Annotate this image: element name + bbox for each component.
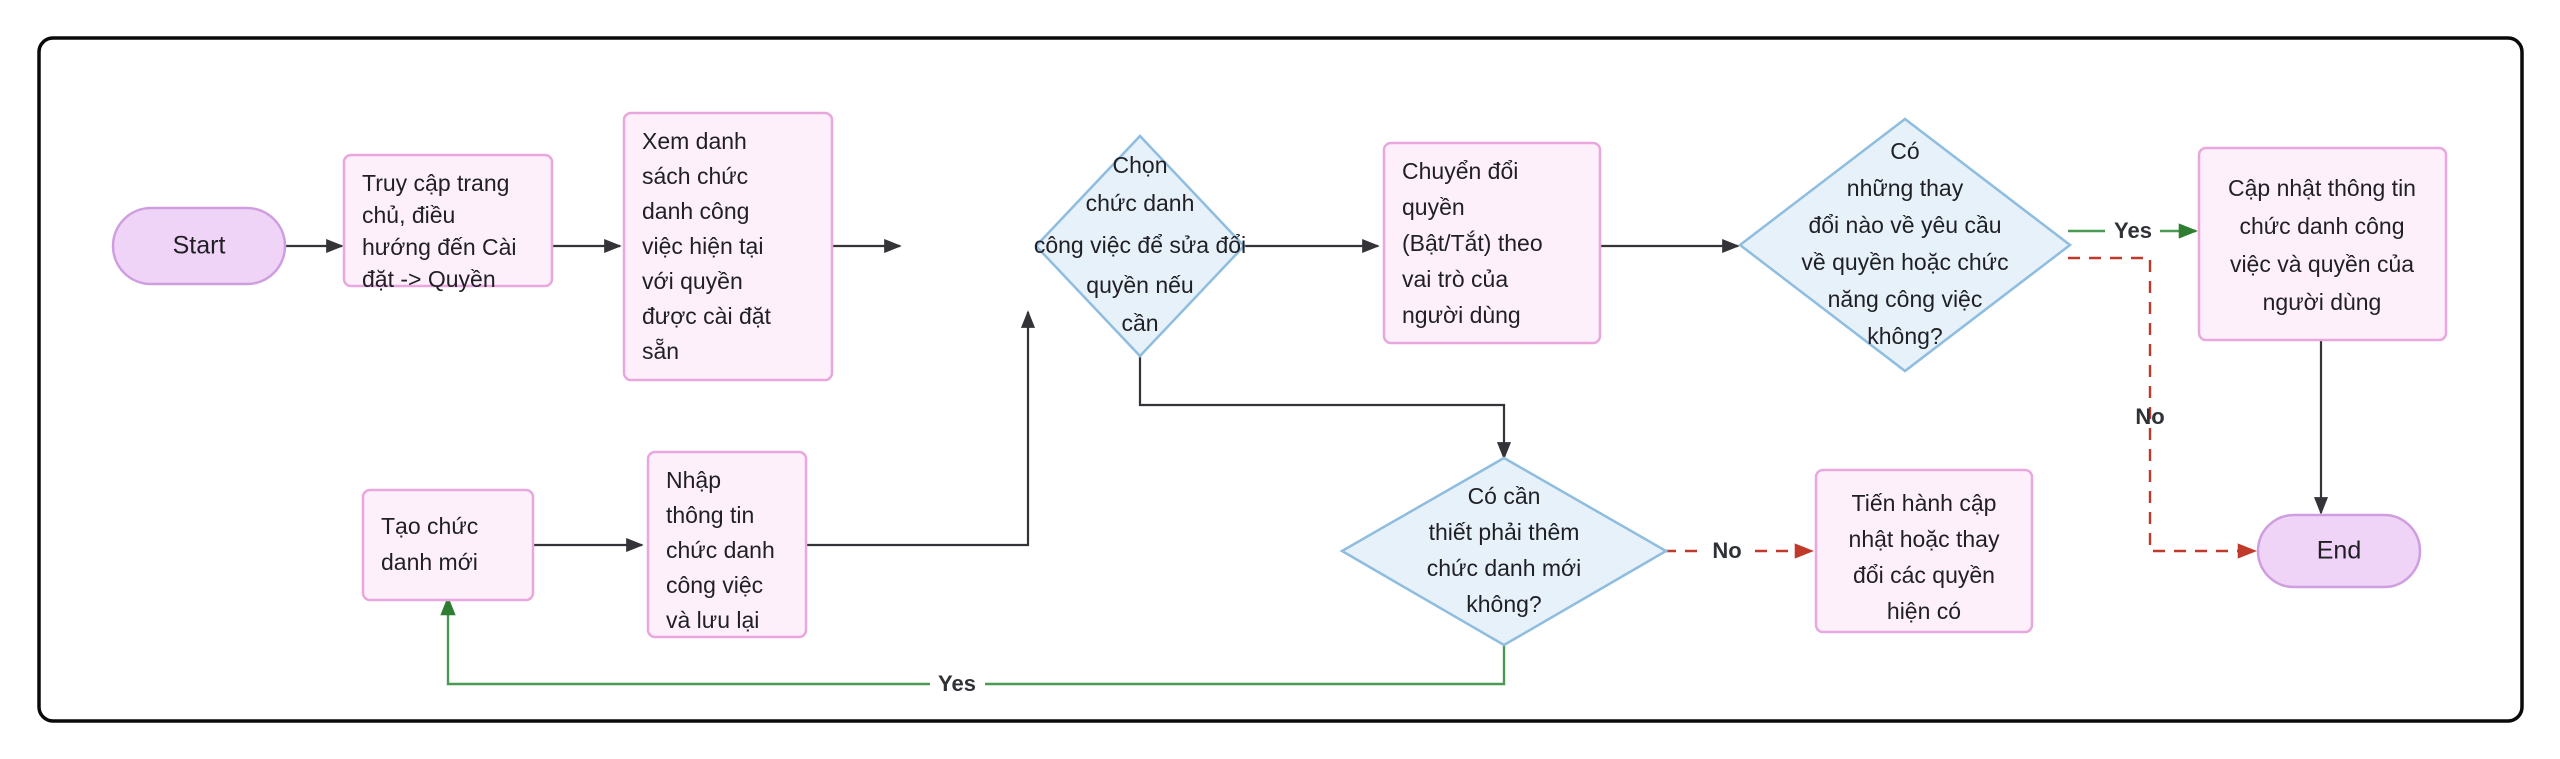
node-capnhat-line-0: Cập nhật thông tin bbox=[2228, 175, 2416, 201]
node-cothaydoi-line-2: đổi nào về yêu cầu bbox=[1808, 212, 2001, 238]
node-nhapthongtin-line-2: chức danh bbox=[666, 537, 775, 563]
node-start[interactable]: Start bbox=[111, 206, 287, 286]
node-truy-cap-line-1: chủ, điều bbox=[362, 202, 455, 228]
node-cothaydoi-line-1: những thay bbox=[1847, 175, 1964, 201]
edge-label-no-right: No bbox=[2135, 404, 2164, 429]
node-xem-line-1: sách chức bbox=[642, 163, 748, 189]
node-xem-line-2: danh công bbox=[642, 198, 749, 224]
node-cothaydoi-line-5: không? bbox=[1867, 323, 1942, 349]
node-chuyen-doi-quyen-shape[interactable] bbox=[1382, 141, 1602, 345]
node-chon-chuc-danh-shape[interactable] bbox=[1034, 134, 1246, 358]
node-cocanthem-line-0: Có cần bbox=[1468, 483, 1541, 509]
node-xem-line-6: sẵn bbox=[642, 337, 679, 364]
node-chon-line-0: Chọn bbox=[1113, 152, 1168, 178]
node-chon-line-4: cần bbox=[1121, 310, 1158, 336]
node-capnhat-line-2: việc và quyền của bbox=[2230, 251, 2414, 277]
node-cocanthem-line-2: chức danh mới bbox=[1427, 555, 1582, 581]
node-cothaydoi-line-0: Có bbox=[1890, 138, 1919, 164]
edge-label-yes-top: Yes bbox=[2114, 218, 2152, 243]
edge-label-yes-bottom: Yes bbox=[938, 671, 976, 696]
node-chuyendoi-line-0: Chuyển đổi bbox=[1402, 158, 1518, 184]
edge-nhapthongtin-to-chon bbox=[806, 310, 1036, 547]
node-xem-line-5: được cài đặt bbox=[642, 303, 772, 329]
diagram-frame bbox=[37, 36, 2524, 723]
node-nhapthongtin-line-0: Nhập bbox=[666, 467, 721, 493]
node-xem-line-0: Xem danh bbox=[642, 128, 747, 154]
node-tienhanh-line-0: Tiến hành cập bbox=[1852, 490, 1997, 516]
node-co-thay-doi-shape[interactable] bbox=[1737, 117, 2073, 373]
node-taochucdanh-line-1: danh mới bbox=[381, 549, 478, 575]
node-nhapthongtin-line-3: công việc bbox=[666, 572, 763, 598]
node-cap-nhat-thong-tin[interactable]: Cập nhật thông tin chức danh công việc v… bbox=[2197, 146, 2448, 342]
node-cocanthem-line-3: không? bbox=[1466, 591, 1541, 617]
node-xem-line-3: việc hiện tại bbox=[642, 233, 763, 259]
node-end-label: End bbox=[2317, 537, 2361, 565]
node-truy-cap-line-2: hướng đến Cài bbox=[362, 234, 517, 260]
node-tienhanh-line-1: nhật hoặc thay bbox=[1849, 526, 2000, 552]
node-chuyendoi-line-2: (Bật/Tắt) theo bbox=[1402, 230, 1543, 256]
node-nhapthongtin-line-4: và lưu lại bbox=[666, 607, 759, 633]
node-chuyen-doi-quyen[interactable]: Chuyển đổi quyền (Bật/Tắt) theo vai trò … bbox=[1382, 141, 1602, 345]
edge-cocanthem-yes-part1 bbox=[985, 645, 1506, 686]
node-xem-line-4: với quyền bbox=[642, 268, 743, 294]
node-tao-chuc-danh-shape[interactable] bbox=[361, 488, 535, 602]
node-tien-hanh-cap-nhat-shape[interactable] bbox=[1814, 468, 2034, 634]
node-cothaydoi-line-4: năng công việc bbox=[1828, 286, 1983, 312]
node-taochucdanh-line-0: Tạo chức bbox=[381, 513, 478, 539]
node-start-label: Start bbox=[173, 232, 226, 260]
node-tienhanh-line-3: hiện có bbox=[1887, 598, 1961, 624]
node-tienhanh-line-2: đổi các quyền bbox=[1853, 562, 1995, 588]
node-co-can-them-shape[interactable] bbox=[1339, 456, 1669, 647]
edge-cothaydoi-no-to-end bbox=[2068, 256, 2257, 559]
node-truy-cap-line-0: Truy cập trang bbox=[362, 170, 509, 196]
node-chon-chuc-danh[interactable]: Chọn chức danh công việc để sửa đổi quyề… bbox=[1034, 134, 1246, 358]
node-end-shape[interactable] bbox=[2256, 513, 2422, 589]
edge-label-no-bottom: No bbox=[1712, 538, 1741, 563]
edge-chon-to-cocanthem bbox=[1138, 316, 1512, 460]
node-co-thay-doi[interactable]: Có những thay đổi nào về yêu cầu về quyề… bbox=[1737, 117, 2073, 373]
node-nhap-thong-tin-shape[interactable] bbox=[646, 450, 808, 639]
node-tao-chuc-danh[interactable]: Tạo chức danh mới bbox=[361, 488, 535, 602]
node-nhapthongtin-line-1: thông tin bbox=[666, 502, 754, 528]
node-chon-line-1: chức danh bbox=[1086, 190, 1195, 216]
node-truy-cap[interactable]: Truy cập trang chủ, điều hướng đến Cài đ… bbox=[342, 153, 554, 292]
node-chon-line-3: quyền nếu bbox=[1086, 272, 1193, 298]
node-chon-line-2: công việc để sửa đổi bbox=[1034, 232, 1246, 258]
edge-cocanthem-yes-part2 bbox=[440, 596, 930, 686]
node-cap-nhat-thong-tin-shape[interactable] bbox=[2197, 146, 2448, 342]
node-start-shape[interactable] bbox=[111, 206, 287, 286]
node-chuyendoi-line-4: người dùng bbox=[1402, 302, 1521, 328]
node-chuyendoi-line-1: quyền bbox=[1402, 194, 1465, 220]
node-tien-hanh-cap-nhat[interactable]: Tiến hành cập nhật hoặc thay đổi các quy… bbox=[1814, 468, 2034, 634]
node-capnhat-line-1: chức danh công bbox=[2239, 213, 2404, 239]
node-capnhat-line-3: người dùng bbox=[2263, 289, 2382, 315]
node-truy-cap-shape[interactable] bbox=[342, 153, 554, 288]
node-truy-cap-line-3: đặt -> Quyền bbox=[362, 266, 496, 292]
node-cocanthem-line-1: thiết phải thêm bbox=[1429, 519, 1580, 545]
node-xem-danh-sach[interactable]: Xem danh sách chức danh công việc hiện t… bbox=[622, 111, 834, 382]
node-xem-danh-sach-shape[interactable] bbox=[622, 111, 834, 382]
node-end[interactable]: End bbox=[2256, 513, 2422, 589]
node-nhap-thong-tin[interactable]: Nhập thông tin chức danh công việc và lư… bbox=[646, 450, 808, 639]
node-chuyendoi-line-3: vai trò của bbox=[1402, 266, 1508, 292]
node-cothaydoi-line-3: về quyền hoặc chức bbox=[1801, 249, 2008, 275]
node-co-can-them[interactable]: Có cần thiết phải thêm chức danh mới khô… bbox=[1339, 456, 1669, 647]
